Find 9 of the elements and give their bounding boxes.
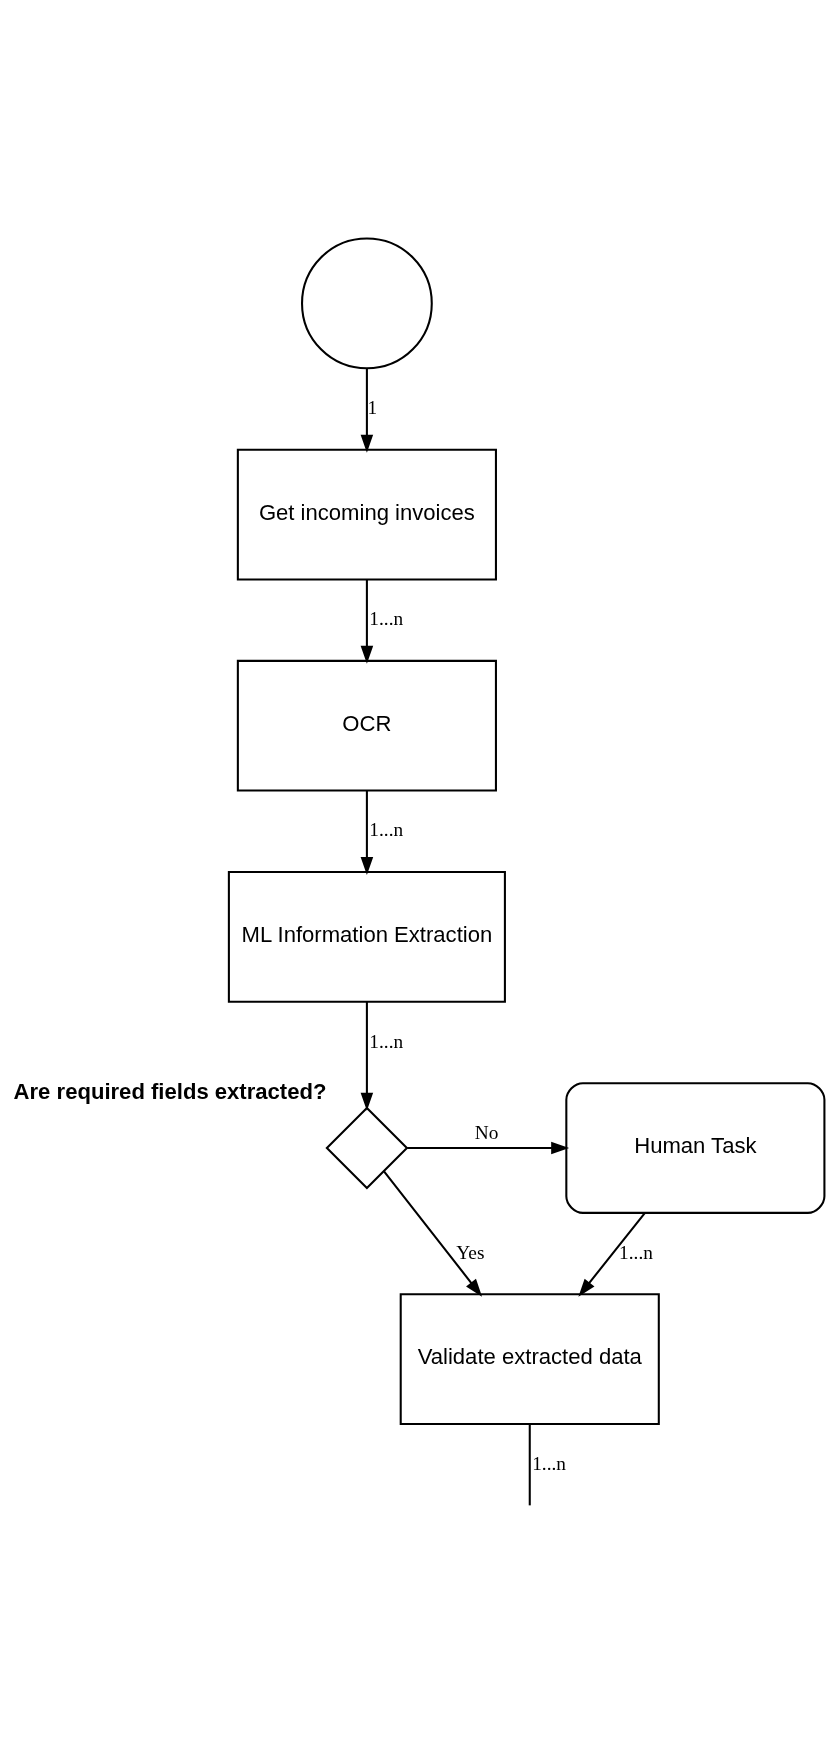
node-label: Are required fields extracted? xyxy=(13,1079,327,1105)
edge-label: 1...n xyxy=(369,608,404,630)
edge-label: 1 xyxy=(367,397,378,419)
edge-label: 1...n xyxy=(369,819,404,841)
edge-label: Yes xyxy=(456,1241,485,1263)
edge-label: No xyxy=(474,1121,499,1143)
edge-label: 1...n xyxy=(619,1241,653,1263)
edge-label: 1...n xyxy=(369,1030,404,1052)
edge-label: 1...n xyxy=(532,1452,566,1474)
